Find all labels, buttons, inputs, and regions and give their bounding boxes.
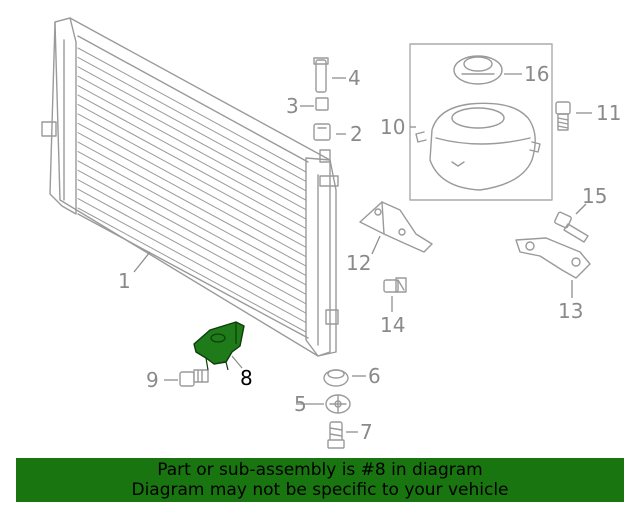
part-7-bolt bbox=[327, 421, 345, 449]
callout-1: 1 bbox=[118, 269, 131, 293]
callout-6: 6 bbox=[368, 364, 381, 388]
callout-10: 10 bbox=[380, 115, 405, 139]
part-2-clip bbox=[313, 123, 331, 141]
part-9-bolt bbox=[179, 369, 209, 387]
coolant-reservoir-box bbox=[409, 43, 553, 201]
part-5-bushing bbox=[325, 394, 351, 414]
callout-14: 14 bbox=[380, 313, 405, 337]
radiator-fin bbox=[77, 94, 307, 220]
radiator-fin bbox=[77, 85, 307, 211]
callout-5: 5 bbox=[294, 392, 307, 416]
callout-15: 15 bbox=[582, 184, 607, 208]
radiator-fin bbox=[77, 169, 307, 295]
part-3-grommet bbox=[315, 97, 329, 111]
banner-line-2: Diagram may not be specific to your vehi… bbox=[131, 480, 509, 500]
part-14-bolt bbox=[383, 277, 407, 293]
callout-4: 4 bbox=[348, 66, 361, 90]
callout-9: 9 bbox=[146, 368, 159, 392]
banner-line-1: Part or sub-assembly is #8 in diagram bbox=[157, 460, 483, 480]
part-15-bolt bbox=[554, 211, 589, 243]
part-11-bolt bbox=[555, 101, 571, 131]
info-banner: Part or sub-assembly is #8 in diagram Di… bbox=[16, 458, 624, 502]
radiator-fin bbox=[77, 151, 307, 277]
callout-16: 16 bbox=[524, 62, 549, 86]
radiator-fin bbox=[77, 188, 307, 314]
radiator-fin bbox=[77, 66, 307, 192]
radiator-fin bbox=[77, 132, 307, 258]
radiator-fin bbox=[77, 179, 307, 305]
part-4-pin bbox=[313, 57, 329, 93]
radiator-fin bbox=[77, 141, 307, 267]
callout-3: 3 bbox=[286, 94, 299, 118]
radiator-fin bbox=[77, 122, 307, 248]
callout-12: 12 bbox=[346, 251, 371, 275]
leader-lines bbox=[133, 73, 592, 433]
radiator-fin bbox=[77, 198, 307, 324]
radiator-fin bbox=[77, 113, 307, 239]
radiator-fin bbox=[77, 47, 307, 173]
part-13-bracket bbox=[515, 237, 591, 279]
part-12-bracket bbox=[359, 201, 433, 253]
radiator-fin bbox=[77, 75, 307, 201]
part-8-bracket-highlighted bbox=[193, 321, 245, 371]
callout-7: 7 bbox=[360, 420, 373, 444]
callout-13: 13 bbox=[558, 299, 583, 323]
radiator-fin bbox=[77, 207, 307, 333]
radiator-fin bbox=[77, 56, 307, 182]
radiator-fin bbox=[77, 103, 307, 229]
radiator bbox=[41, 17, 339, 357]
part-6-mount bbox=[323, 369, 349, 387]
callout-8: 8 bbox=[240, 366, 253, 390]
radiator-fin bbox=[77, 160, 307, 286]
callout-11: 11 bbox=[596, 101, 621, 125]
callout-2: 2 bbox=[350, 122, 363, 146]
